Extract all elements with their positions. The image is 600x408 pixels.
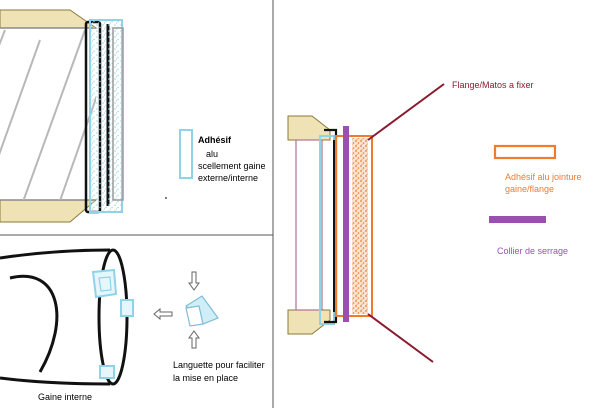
tube-hatching — [0, 29, 96, 200]
tab-top — [91, 268, 118, 299]
legend-clamp-swatch — [489, 216, 546, 223]
arrow-up-icon — [188, 330, 200, 349]
flange-label: Flange/Matos a fixer — [452, 80, 534, 90]
legend-adhesive-alu-swatch — [179, 129, 193, 179]
tab-bottom — [99, 365, 115, 379]
inner-sheath-body — [0, 248, 111, 260]
flange-line-top — [367, 83, 445, 141]
top-left-pipe-section — [0, 9, 167, 223]
assembly-outer-sheath — [295, 139, 323, 311]
assembly-clamp — [343, 126, 349, 322]
bottom-left-sheath-drawing — [0, 248, 219, 386]
folded-tab-front — [185, 305, 204, 327]
assembly-insulation-bottom — [287, 309, 331, 335]
arrow-left-icon — [153, 307, 173, 321]
inner-sheath-curve — [9, 274, 59, 373]
legend-adhesive-alu-label-3: scellement gaine — [198, 161, 266, 171]
inner-sheath-bottom — [0, 376, 111, 386]
legend-joint-label-1: Adhésif alu jointure — [505, 172, 582, 182]
insulation-top — [0, 9, 98, 29]
tab-top-inner — [98, 276, 112, 292]
legend-clamp-label: Collier de serrage — [497, 246, 568, 256]
legend-joint-label-2: gaine/flange — [505, 184, 554, 194]
arrow-down-icon — [188, 271, 200, 291]
legend-adhesive-alu-label-4: externe/interne — [198, 173, 258, 183]
outer-sheath-edge — [112, 27, 124, 201]
legend-adhesive-alu-label-2: alu — [206, 149, 218, 159]
insulation-bottom — [0, 199, 98, 223]
legend-joint-swatch — [493, 144, 557, 160]
inner-sheath-label: Gaine interne — [38, 392, 92, 402]
assembly-drawing — [287, 83, 445, 363]
stray-dot — [165, 197, 167, 199]
assembly-joint-fill — [352, 138, 368, 314]
flange-line-bottom — [367, 313, 434, 363]
tab-caption-line-1: Languette pour faciliter — [173, 360, 265, 370]
assembly-adhesive-joint — [335, 135, 373, 317]
tab-middle — [120, 299, 134, 317]
tab-caption-line-2: la mise en place — [173, 373, 238, 383]
legend-adhesive-alu-label-1: Adhésif — [198, 135, 232, 145]
adhesive-alu-band — [89, 19, 123, 213]
